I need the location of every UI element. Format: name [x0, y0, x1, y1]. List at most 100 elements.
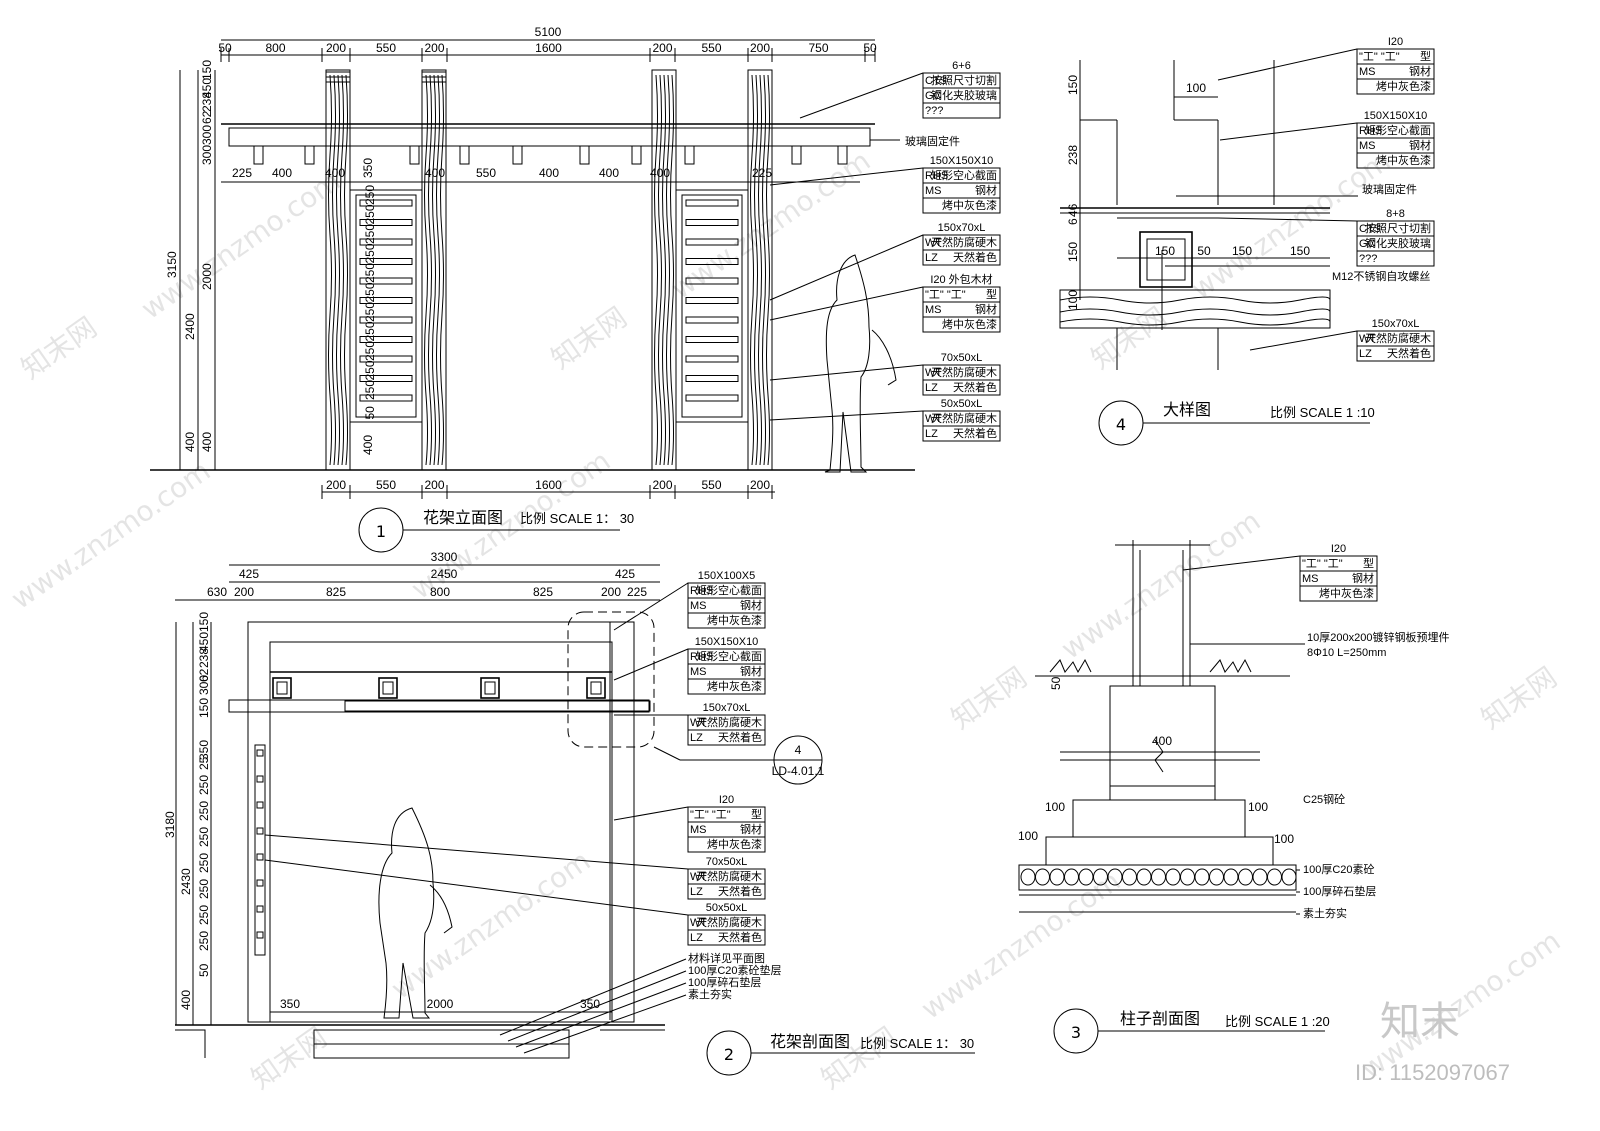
watermark-text: www.znzmo.com: [1055, 504, 1266, 666]
column-dim: 50: [1049, 676, 1063, 690]
legend-head: I20 外包木材: [930, 272, 992, 286]
steel-post: [480, 677, 500, 699]
legend-code: "工" "工": [925, 289, 966, 301]
watermark-text: 知末网: [545, 301, 633, 376]
legend-desc: 烤中灰色漆: [942, 198, 997, 212]
leader-line: [613, 806, 689, 821]
leader-line: [507, 970, 687, 1042]
elevation-top-dim: 200: [424, 41, 444, 55]
slat: [685, 219, 739, 226]
wood-grain: [428, 74, 432, 466]
legend-desc: 钢化夹胶玻璃: [931, 88, 997, 102]
section-left-dim: 300: [197, 675, 211, 695]
steel-post-inner: [484, 681, 496, 695]
section-total-height: 3180: [163, 811, 177, 838]
steel-post: [586, 677, 606, 699]
slat: [256, 749, 264, 757]
steel-post-inner: [590, 681, 602, 695]
elevation-bottom-dim: 550: [701, 478, 721, 492]
legend-row: [687, 929, 766, 946]
slat: [685, 394, 739, 402]
slat-dim: 250: [363, 302, 377, 322]
watermark-logo: 知末: [1380, 999, 1460, 1045]
detail-left-dim: 6: [1066, 218, 1080, 225]
leader-line: [769, 364, 924, 381]
purlin-dim: 400: [425, 166, 445, 180]
section-callout-ref: LD-4.01.1: [772, 764, 825, 778]
elevation-total-height: 3150: [165, 251, 179, 278]
wood-grain: [762, 74, 766, 466]
legend-code: WT: [925, 237, 942, 249]
legend-code: LZ: [925, 252, 938, 264]
elevation-left-dim: 150: [200, 60, 214, 80]
elevation-scale: 比例 SCALE 1： 30: [520, 511, 634, 526]
legend-desc: 型: [1420, 49, 1431, 63]
purlin: [253, 145, 264, 165]
legend-desc: 钢材: [975, 183, 997, 197]
legend-desc: 型: [1363, 556, 1374, 570]
elevation-bottom-dim: 550: [376, 478, 396, 492]
purlin-dim: 400: [539, 166, 559, 180]
section-dim: 2450: [431, 567, 458, 581]
slat: [685, 238, 739, 246]
wood-grain: [332, 74, 336, 466]
legend-code: WT: [690, 917, 707, 929]
leader-line: [769, 167, 924, 186]
elevation-left-dim: 300: [200, 145, 214, 165]
gravel: [1209, 868, 1224, 886]
watermark-id: ID: 1152097067: [1355, 1060, 1510, 1085]
column-plate: 10厚200x200镀锌钢板预埋件: [1307, 630, 1449, 644]
legend-desc: 钢材: [740, 598, 762, 612]
section-dim: 200: [601, 585, 621, 599]
wood-grain: [340, 74, 344, 466]
slat-dim: 250: [363, 243, 377, 263]
slat-dim: 250: [363, 224, 377, 244]
legend-code: CTS: [1359, 223, 1381, 235]
human-figure: [824, 254, 871, 473]
legend-desc: 钢材: [740, 664, 762, 678]
legend-code: MS: [1359, 140, 1376, 152]
legend-desc: 钢材: [1352, 571, 1374, 585]
section-dim: 825: [533, 585, 553, 599]
elevation-bottom-dim: 1600: [535, 478, 562, 492]
legend-code: LZ: [690, 932, 703, 944]
gravel: [1252, 868, 1268, 886]
legend-desc: 烤中灰色漆: [707, 679, 762, 693]
section-height: 2430: [179, 868, 193, 895]
section-dim: 630: [207, 585, 227, 599]
legend-desc: 钢材: [740, 822, 762, 836]
purlin-dim: 400: [272, 166, 292, 180]
gravel: [1180, 868, 1195, 886]
column-layer: 100厚碎石垫层: [1303, 884, 1376, 898]
leader-line: [515, 982, 687, 1048]
slat: [359, 297, 413, 304]
slat: [359, 375, 413, 382]
slat: [685, 355, 739, 363]
elevation-top-dim: 550: [701, 41, 721, 55]
elevation-top-dim: 200: [652, 41, 672, 55]
slat: [685, 277, 739, 285]
legend-desc: 天然着色: [718, 730, 762, 744]
slat-dim: 250: [363, 321, 377, 341]
legend-head: 150x70xL: [703, 702, 751, 714]
legend-code: MS: [925, 304, 942, 316]
slat: [256, 801, 264, 809]
gravel: [1238, 868, 1253, 886]
purlin: [512, 145, 523, 165]
wood-grain: [344, 74, 348, 466]
leader-line: [1249, 330, 1358, 351]
legend-head: I20: [1331, 543, 1346, 555]
detail-left-dim: 100: [1066, 290, 1080, 310]
foundation-note: 素土夯实: [688, 987, 732, 1001]
glass-fix-label: 玻璃固定件: [905, 134, 960, 148]
legend-desc: 型: [751, 807, 762, 821]
legend-desc: 天然着色: [953, 250, 997, 264]
elevation-left-dim: 300: [200, 125, 214, 145]
gravel: [1035, 868, 1050, 886]
legend-desc: 烤中灰色漆: [1319, 586, 1374, 600]
